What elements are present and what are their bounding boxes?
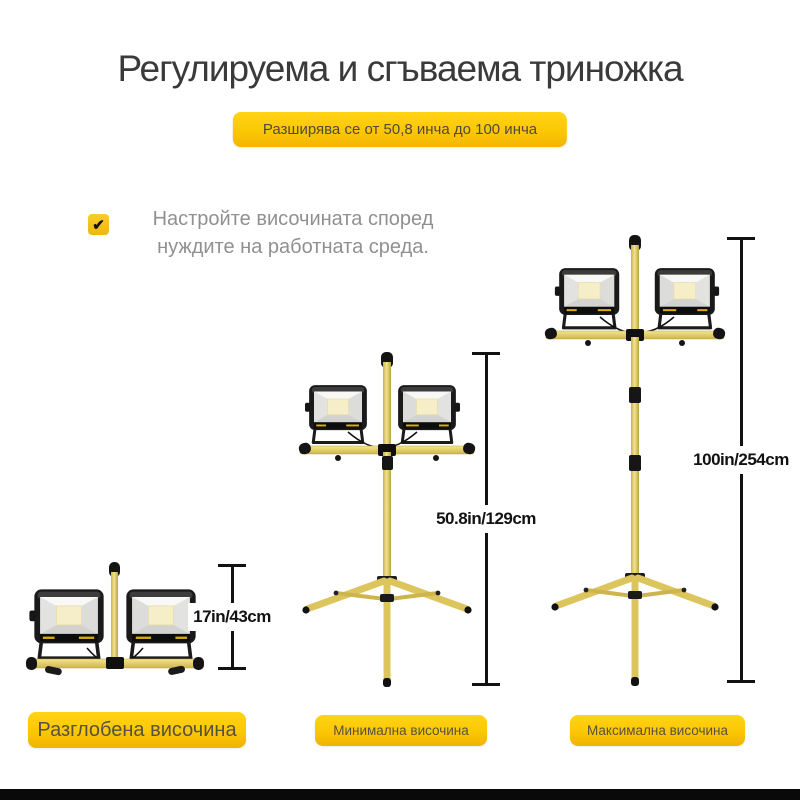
brace-clamp xyxy=(380,594,394,602)
expand-range-badge: Разширява се от 50,8 инча до 100 инча xyxy=(232,112,568,147)
floodlight-icon xyxy=(396,383,462,444)
pole-coupler xyxy=(629,387,641,403)
feature-note: Настройте височината според нуждите на р… xyxy=(148,205,438,261)
bar-end-cap xyxy=(463,442,476,455)
foot xyxy=(464,606,472,614)
floodlight-icon xyxy=(653,266,721,330)
foot xyxy=(302,606,310,614)
center-pole xyxy=(383,362,391,452)
foot xyxy=(631,677,639,686)
height-measure-minimum: 50.8in/129cm xyxy=(431,352,541,686)
feature-note-line2: нуждите на работната среда. xyxy=(157,236,429,258)
leg-brace xyxy=(335,591,386,601)
bottom-divider-bar xyxy=(0,789,800,800)
foot xyxy=(44,666,62,676)
feature-note-line1: Настройте височината според xyxy=(152,208,434,230)
center-pole xyxy=(111,572,118,660)
center-pole xyxy=(631,245,639,340)
center-clamp xyxy=(106,657,124,669)
leg-brace xyxy=(585,588,634,598)
brace-joint xyxy=(583,587,589,593)
height-label-maximum: Максимална височина xyxy=(570,715,745,746)
brace-joint xyxy=(435,590,441,596)
height-label-minimum: Минимална височина xyxy=(315,715,487,746)
bar-end-cap xyxy=(193,657,204,670)
pole-coupler xyxy=(629,455,641,471)
minimum-height-tripod-illustration xyxy=(298,352,476,687)
foot xyxy=(711,603,719,611)
height-label-collapsed: Разглобена височина xyxy=(28,712,246,748)
knob xyxy=(335,455,341,461)
knob xyxy=(433,455,439,461)
power-cable xyxy=(347,431,382,449)
collapsed-worklight-illustration xyxy=(26,562,204,676)
floodlight-icon xyxy=(303,383,369,444)
floodlight-icon xyxy=(27,587,106,661)
height-measure-maximum: 100in/254cm xyxy=(688,237,794,683)
leg-brace xyxy=(388,591,439,601)
knob xyxy=(585,340,591,346)
bar-end-cap xyxy=(544,327,557,340)
center-clamp xyxy=(378,444,396,456)
foot xyxy=(383,678,391,687)
foot xyxy=(551,603,559,611)
brace-joint xyxy=(333,590,339,596)
measure-value: 100in/254cm xyxy=(688,446,794,474)
pole-coupler xyxy=(382,456,393,470)
maximum-height-tripod-illustration xyxy=(544,235,726,686)
foot xyxy=(168,665,185,675)
measure-value: 50.8in/129cm xyxy=(431,505,541,533)
floodlight-icon xyxy=(553,266,621,330)
leg-brace xyxy=(636,588,685,598)
center-pole xyxy=(383,452,391,580)
page-title: Регулируема и сгъваема триножка xyxy=(117,48,683,89)
power-cable xyxy=(638,316,675,334)
checkmark-icon: ✔ xyxy=(88,214,109,235)
bar-end-cap xyxy=(26,657,37,670)
bar-end-cap xyxy=(298,442,311,455)
knob xyxy=(679,340,685,346)
brace-joint xyxy=(681,587,687,593)
bar-end-cap xyxy=(713,327,726,340)
measure-value: 17in/43cm xyxy=(188,603,276,631)
center-clamp xyxy=(626,329,644,341)
brace-clamp xyxy=(628,591,642,599)
height-measure-collapsed: 17in/43cm xyxy=(188,564,276,670)
